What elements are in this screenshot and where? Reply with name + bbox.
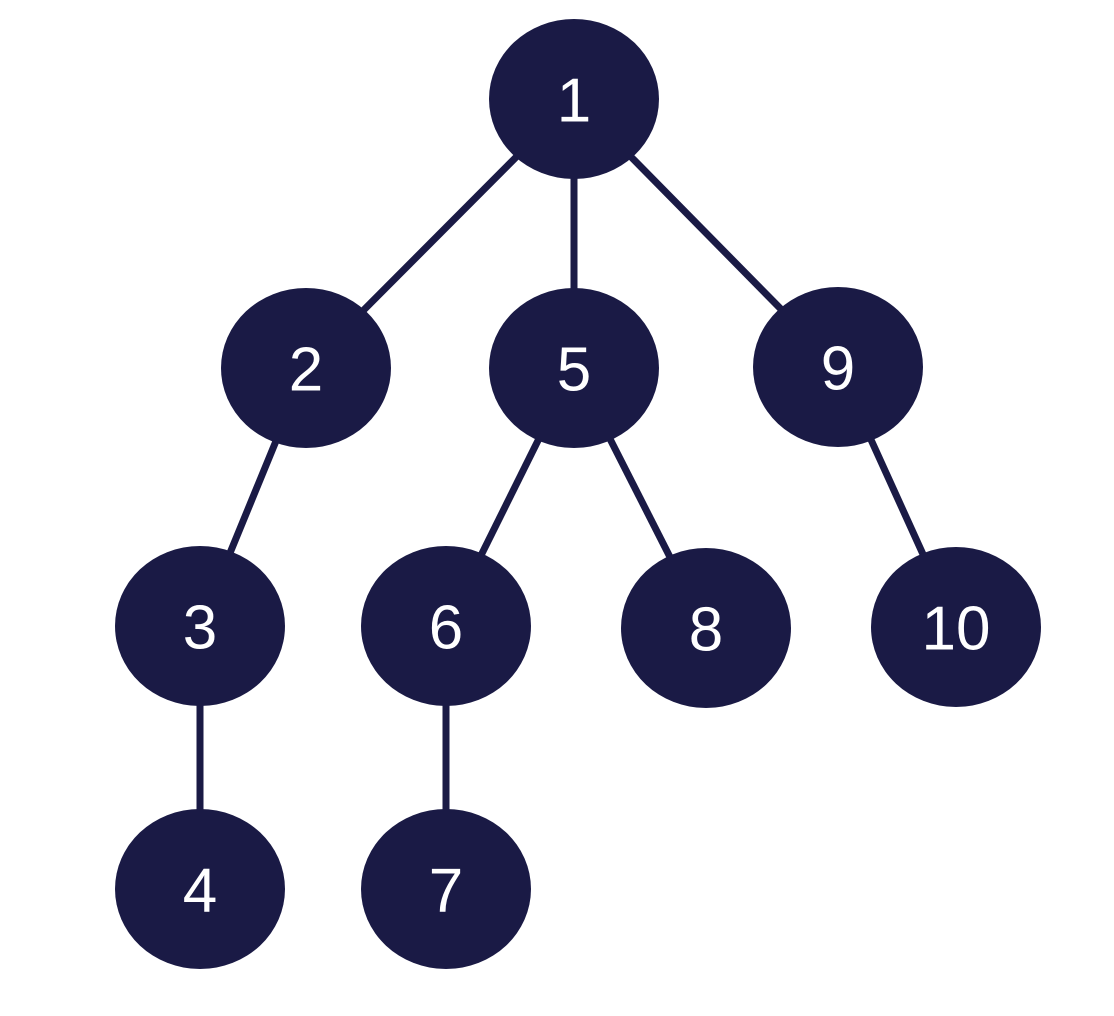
- node-circle-7: [361, 809, 531, 969]
- tree-node-5: 5: [489, 288, 659, 448]
- node-circle-6: [361, 546, 531, 706]
- node-circle-2: [221, 288, 391, 448]
- node-circle-4: [115, 809, 285, 969]
- node-circle-3: [115, 546, 285, 706]
- node-label-10: 10: [922, 595, 991, 664]
- tree-node-1: 1: [489, 19, 659, 179]
- tree-node-2: 2: [221, 288, 391, 448]
- node-circle-1: [489, 19, 659, 179]
- node-label-9: 9: [821, 335, 855, 404]
- node-circle-8: [621, 548, 791, 708]
- tree-node-4: 4: [115, 809, 285, 969]
- node-circle-10: [871, 547, 1041, 707]
- node-label-1: 1: [557, 67, 591, 136]
- tree-node-8: 8: [621, 548, 791, 708]
- tree-node-3: 3: [115, 546, 285, 706]
- node-circle-9: [753, 287, 923, 447]
- tree-node-7: 7: [361, 809, 531, 969]
- node-label-3: 3: [183, 594, 217, 663]
- node-label-5: 5: [557, 336, 591, 405]
- node-label-7: 7: [429, 857, 463, 926]
- tree-node-10: 10: [871, 547, 1041, 707]
- node-label-8: 8: [689, 596, 723, 665]
- node-label-6: 6: [429, 594, 463, 663]
- node-circle-5: [489, 288, 659, 448]
- tree-node-9: 9: [753, 287, 923, 447]
- node-label-2: 2: [289, 336, 323, 405]
- node-label-4: 4: [183, 857, 217, 926]
- tree-node-6: 6: [361, 546, 531, 706]
